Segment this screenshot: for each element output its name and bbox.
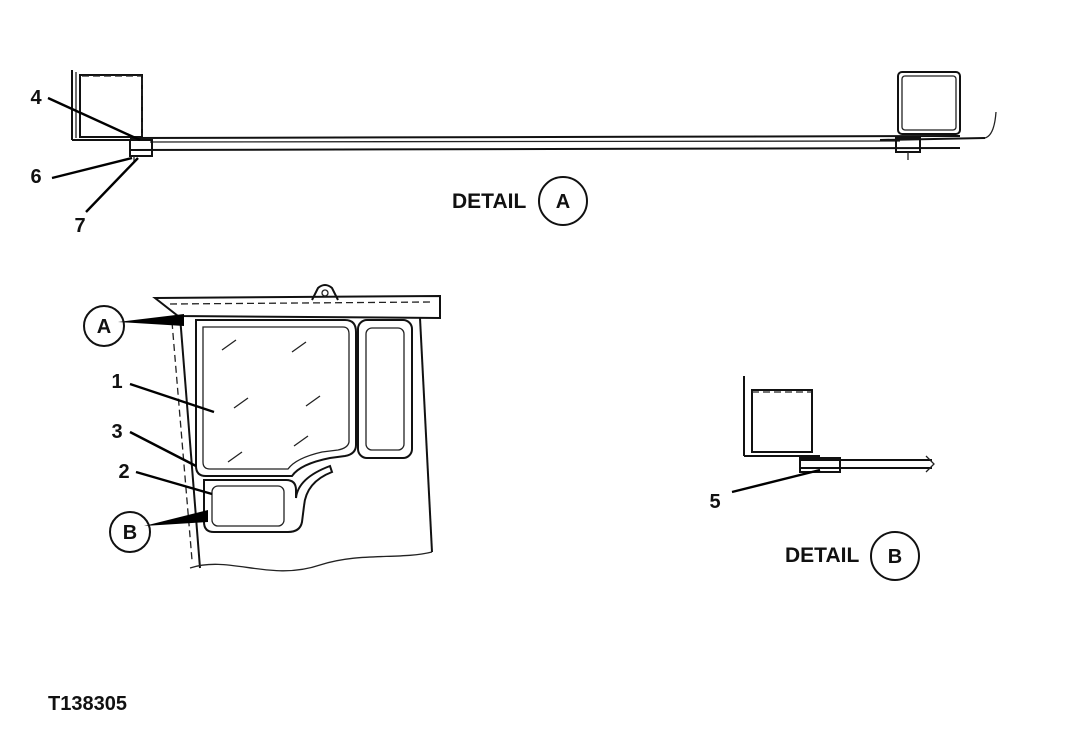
leader-1 [129,382,215,414]
callout-2: 2 [118,461,129,483]
marker-a-letter: A [97,316,111,338]
leader-2 [135,470,213,496]
detail-b-circle-letter: B [888,546,902,568]
marker-a-circle [83,305,125,347]
marker-a-pointer [118,314,184,326]
leader-3 [129,430,197,468]
leader-6 [51,156,133,180]
marker-b-circle [109,511,151,553]
detail-a-title: DETAIL [452,190,526,213]
leader-5 [731,468,821,494]
detail-b-drawing: DETAIL B 5 [709,376,935,581]
leader-4 [47,96,141,142]
callout-6: 6 [30,166,41,188]
callout-4: 4 [30,87,42,109]
callout-1: 1 [111,371,122,393]
cab-door-drawing: A B 1 3 2 [83,284,441,572]
detail-a-drawing: DETAIL A 4 6 7 [30,70,997,237]
detail-a-circle-letter: A [556,191,570,213]
detail-a-circle [538,176,588,226]
detail-b-circle [870,531,920,581]
detail-b-title: DETAIL [785,544,859,567]
marker-b-pointer [144,510,208,526]
callout-5: 5 [709,491,720,513]
leader-7 [85,157,139,213]
figure-id: T138305 [48,693,127,715]
callout-7: 7 [74,215,85,237]
callout-3: 3 [111,421,122,443]
marker-b-letter: B [123,522,137,544]
